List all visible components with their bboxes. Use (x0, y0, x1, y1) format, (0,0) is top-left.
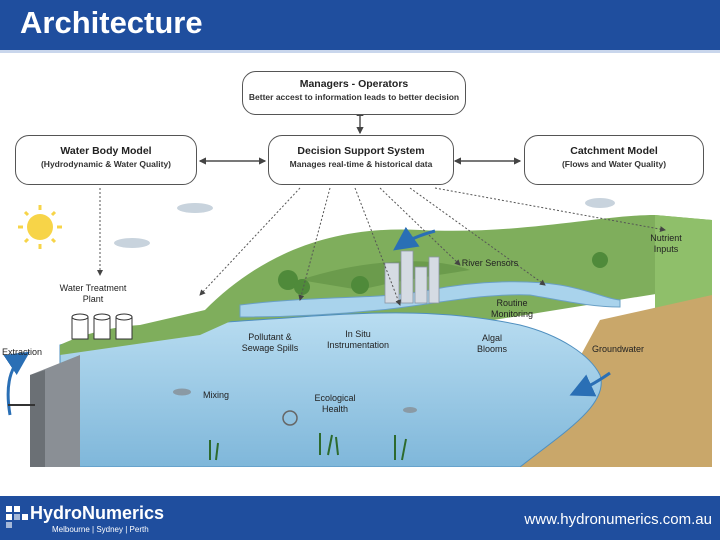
river-sensors-label: River Sensors (461, 258, 519, 268)
mixing-icon (282, 410, 298, 426)
ecological-health-label: Ecological Health (314, 393, 356, 414)
landscape-illustration (3, 108, 712, 467)
sun-icon (18, 205, 62, 249)
dss-title: Decision Support System (297, 145, 425, 157)
managers-title: Managers - Operators (299, 78, 409, 90)
water-treatment-label: Water Treatment Plant (59, 283, 127, 304)
water-body-model-box: Water Body Model (Hydrodynamic & Water Q… (15, 135, 197, 185)
water-body-title: Water Body Model (60, 145, 152, 157)
decision-support-system-box: Decision Support System Manages real-tim… (268, 135, 454, 185)
brand-name: HydroNumerics (30, 503, 165, 523)
footer-bar: HydroNumerics Melbourne | Sydney | Perth… (0, 496, 720, 540)
water-body-subtitle: (Hydrodynamic & Water Quality) (40, 159, 172, 169)
dss-subtitle: Manages real-time & historical data (289, 159, 433, 169)
managers-subtitle: Better accest to information leads to be… (248, 92, 460, 102)
routine-monitoring-label: Routine Monitoring (490, 298, 534, 319)
website-url: www.hydronumerics.com.au (524, 511, 712, 528)
pollutant-label: Pollutant & Sewage Spills (241, 332, 299, 353)
catchment-subtitle: (Flows and Water Quality) (561, 159, 667, 169)
treatment-plant-icon (71, 313, 133, 340)
in-situ-label: In Situ Instrumentation (326, 329, 390, 350)
extraction-label: Extraction (1, 347, 43, 357)
brand-cities: Melbourne | Sydney | Perth (52, 525, 149, 534)
tree-icon (278, 252, 608, 295)
title-bar: Architecture (0, 0, 720, 53)
plant-icon (209, 433, 407, 461)
groundwater-label: Groundwater (591, 344, 645, 354)
catchment-model-box: Catchment Model (Flows and Water Quality… (524, 135, 704, 185)
mixing-label: Mixing (202, 390, 229, 400)
slide-title: Architecture (20, 5, 203, 40)
managers-operators-box: Managers - Operators Better accest to in… (242, 71, 466, 115)
catchment-title: Catchment Model (570, 145, 658, 157)
fish-icon (173, 388, 417, 413)
architecture-diagram: Managers - Operators Better accest to in… (0, 55, 720, 467)
algal-blooms-label: Algal Blooms (476, 333, 507, 354)
nutrient-inputs-label: Nutrient Inputs (650, 233, 682, 254)
